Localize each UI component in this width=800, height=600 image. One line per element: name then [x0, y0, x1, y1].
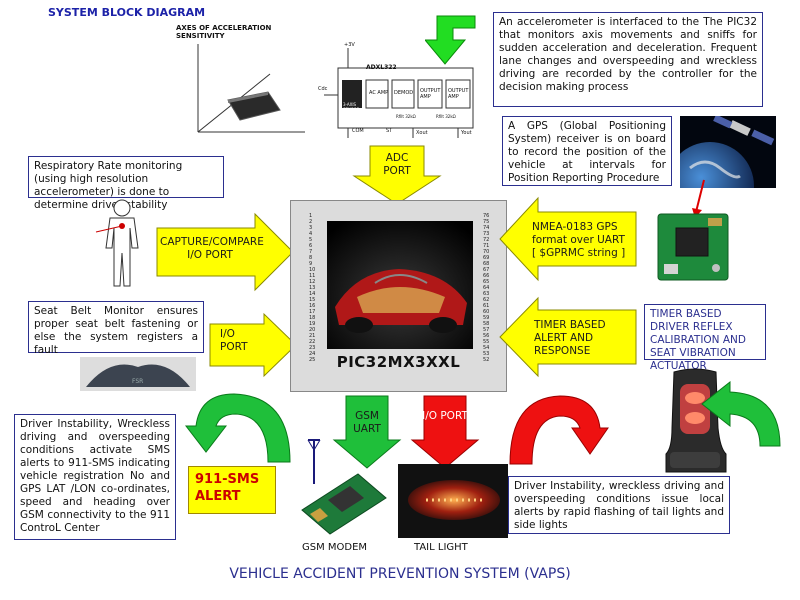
chip-car-image [327, 221, 473, 349]
adxl322-pin-cdc: Cdc [318, 86, 328, 92]
adxl322-part-label: ADXL322 [366, 64, 397, 71]
gsm-uart-label: GSM UART [353, 410, 381, 435]
io-port-left-arrow [209, 312, 297, 378]
adc-port-label: ADC PORT [383, 152, 411, 177]
io-port-left-label: I/O PORT [220, 328, 248, 353]
accelerometer-note: An accelerometer is interfaced to the Th… [493, 12, 763, 107]
gps-satellite-image [680, 116, 776, 188]
respiratory-note: Respiratory Rate monitoring (using high … [28, 156, 224, 211]
green-down-arrow [425, 15, 476, 65]
adxl322-block-demod: DEMOD [394, 90, 414, 96]
gsm-alert-note: Driver Instability, Wreckless driving an… [14, 414, 176, 540]
adxl322-block-sensor: 3-AXIS SENSOR [343, 102, 360, 112]
antenna-icon [307, 439, 321, 484]
red-curved-arrow [509, 395, 609, 465]
footer-title: VEHICLE ACCIDENT PREVENTION SYSTEM (VAPS… [229, 566, 571, 582]
svg-text:FSR: FSR [132, 378, 143, 385]
vibration-seat-image [665, 368, 727, 473]
human-figure-illustration [95, 199, 139, 287]
adxl322-pin-rfilt-1: Rfilt 32kΩ [396, 114, 416, 119]
accel-axes-illustration: AXES OF ACCELERATION SENSITIVITY [170, 22, 315, 142]
capture-compare-arrow [156, 212, 294, 292]
gsm-modem-image [301, 473, 387, 535]
accel-axes-title: AXES OF ACCELERATION SENSITIVITY [176, 24, 272, 40]
adxl322-pin-rfilt-2: Rfilt 32kΩ [436, 114, 456, 119]
seatbelt-image: FSR [80, 357, 196, 391]
adxl322-block-output-amp-1: OUTPUT AMP [420, 88, 441, 100]
nmea-gps-arrow [499, 196, 637, 282]
io-port-bottom-arrow [410, 395, 480, 469]
gsm-modem-caption: GSM MODEM [302, 542, 368, 553]
gps-module-image [657, 213, 729, 281]
taillight-note: Driver Instability, wreckless driving an… [508, 476, 730, 534]
adxl322-pin-vcc: +3V [344, 42, 355, 48]
tail-light-caption: TAIL LIGHT [414, 542, 468, 553]
tail-light-image [398, 464, 508, 538]
adxl322-pin-st: ST [386, 128, 393, 134]
green-curved-arrow-left [184, 393, 291, 463]
adxl322-block-diagram: ADXL322 3-AXIS SENSOR AC AMP DEMOD OUTPU… [318, 40, 478, 140]
nmea-gps-label: NMEA-0183 GPS format over UART [ $GPRMC … [532, 221, 626, 259]
gsm-uart-arrow [332, 395, 402, 469]
adxl322-pin-com: COM [352, 128, 364, 134]
adxl322-schematic [324, 48, 474, 138]
mcu-label: PIC32MX3XXL [336, 353, 461, 371]
timer-alert-arrow [499, 296, 637, 378]
sms-alert-badge: 911-SMS ALERT [188, 466, 276, 514]
adxl322-block-ac-amp: AC AMP [369, 90, 389, 96]
accel-axes-graphic [197, 44, 305, 133]
io-port-bottom-label: I/O PORT [422, 410, 468, 422]
adxl322-block-output-amp-2: OUTPUT AMP [448, 88, 469, 100]
adxl322-pin-yout: Yout [461, 130, 472, 136]
timer-alert-label: TIMER BASED ALERT AND RESPONSE [534, 319, 606, 357]
adc-port-arrow [352, 145, 442, 205]
seatbelt-note: Seat Belt Monitor ensures proper seat be… [28, 301, 204, 356]
diagram-title: SYSTEM BLOCK DIAGRAM [48, 6, 206, 19]
timer-reflex-note: TIMER BASED DRIVER REFLEX CALIBRATION AN… [644, 304, 766, 372]
adxl322-pin-xout: Xout [416, 130, 428, 136]
capture-compare-label: CAPTURE/COMPARE I/O PORT [160, 236, 264, 261]
green-curved-arrow-right [701, 380, 781, 447]
gps-note: A GPS (Global Positioning System) receiv… [502, 116, 672, 186]
